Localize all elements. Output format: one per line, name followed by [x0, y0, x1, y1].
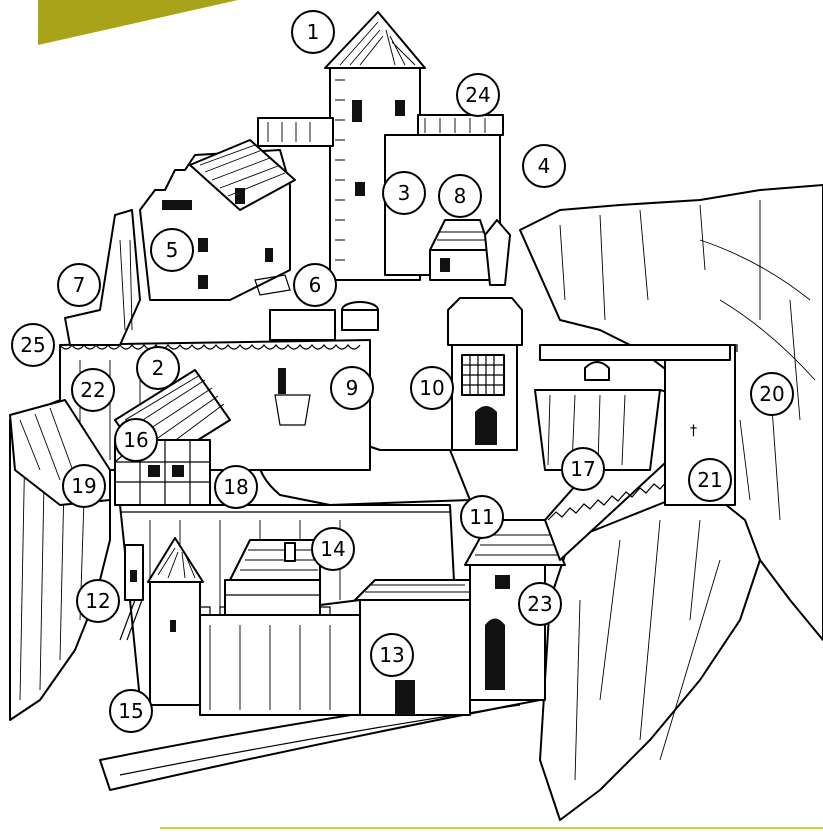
callout-12-label: 12	[85, 589, 110, 613]
callout-22-label: 22	[80, 378, 105, 402]
callout-4: 4	[522, 144, 566, 188]
callout-15-label: 15	[118, 699, 143, 723]
callout-3-label: 3	[398, 181, 411, 205]
callout-21: 21	[688, 458, 732, 502]
callout-8-label: 8	[454, 184, 467, 208]
callout-8: 8	[438, 174, 482, 218]
callout-24: 24	[456, 73, 500, 117]
callout-20: 20	[750, 372, 794, 416]
gate-tower-10	[448, 298, 522, 450]
chapel-gate	[585, 362, 609, 380]
callout-9: 9	[330, 366, 374, 410]
callout-21-label: 21	[697, 468, 722, 492]
callout-1: 1	[291, 10, 335, 54]
callout-20-label: 20	[759, 382, 784, 406]
callout-14-label: 14	[320, 537, 345, 561]
callout-2: 2	[136, 346, 180, 390]
callout-18: 18	[214, 465, 258, 509]
building-8	[430, 220, 510, 285]
callout-15: 15	[109, 689, 153, 733]
callout-11: 11	[460, 495, 504, 539]
callout-13-label: 13	[379, 643, 404, 667]
callout-23: 23	[518, 582, 562, 626]
callout-16: 16	[114, 418, 158, 462]
callout-22: 22	[71, 368, 115, 412]
callout-4-label: 4	[538, 154, 551, 178]
callout-11-label: 11	[469, 505, 494, 529]
callout-5: 5	[150, 228, 194, 272]
callout-10: 10	[410, 366, 454, 410]
callout-7: 7	[57, 263, 101, 307]
callout-19: 19	[62, 464, 106, 508]
callout-5-label: 5	[166, 238, 179, 262]
lower-wall	[200, 607, 365, 715]
callout-25-label: 25	[20, 333, 45, 357]
callout-17-label: 17	[570, 457, 595, 481]
callout-14: 14	[311, 527, 355, 571]
callout-12: 12	[76, 579, 120, 623]
callout-10-label: 10	[419, 376, 444, 400]
callout-2-label: 2	[152, 356, 165, 380]
callout-24-label: 24	[465, 83, 490, 107]
callout-6-label: 6	[309, 273, 322, 297]
callout-19-label: 19	[71, 474, 96, 498]
callout-25: 25	[11, 323, 55, 367]
callout-13: 13	[370, 633, 414, 677]
well-6	[342, 302, 378, 330]
callout-23-label: 23	[527, 592, 552, 616]
callout-7-label: 7	[73, 273, 86, 297]
callout-17: 17	[561, 447, 605, 491]
callout-9-label: 9	[346, 376, 359, 400]
callout-18-label: 18	[223, 475, 248, 499]
callout-16-label: 16	[123, 428, 148, 452]
svg-text:†: †	[690, 423, 697, 439]
corner-accent	[38, 0, 238, 45]
callout-1-label: 1	[307, 20, 320, 44]
palas-5	[140, 140, 295, 300]
callout-6: 6	[293, 263, 337, 307]
callout-3: 3	[382, 171, 426, 215]
